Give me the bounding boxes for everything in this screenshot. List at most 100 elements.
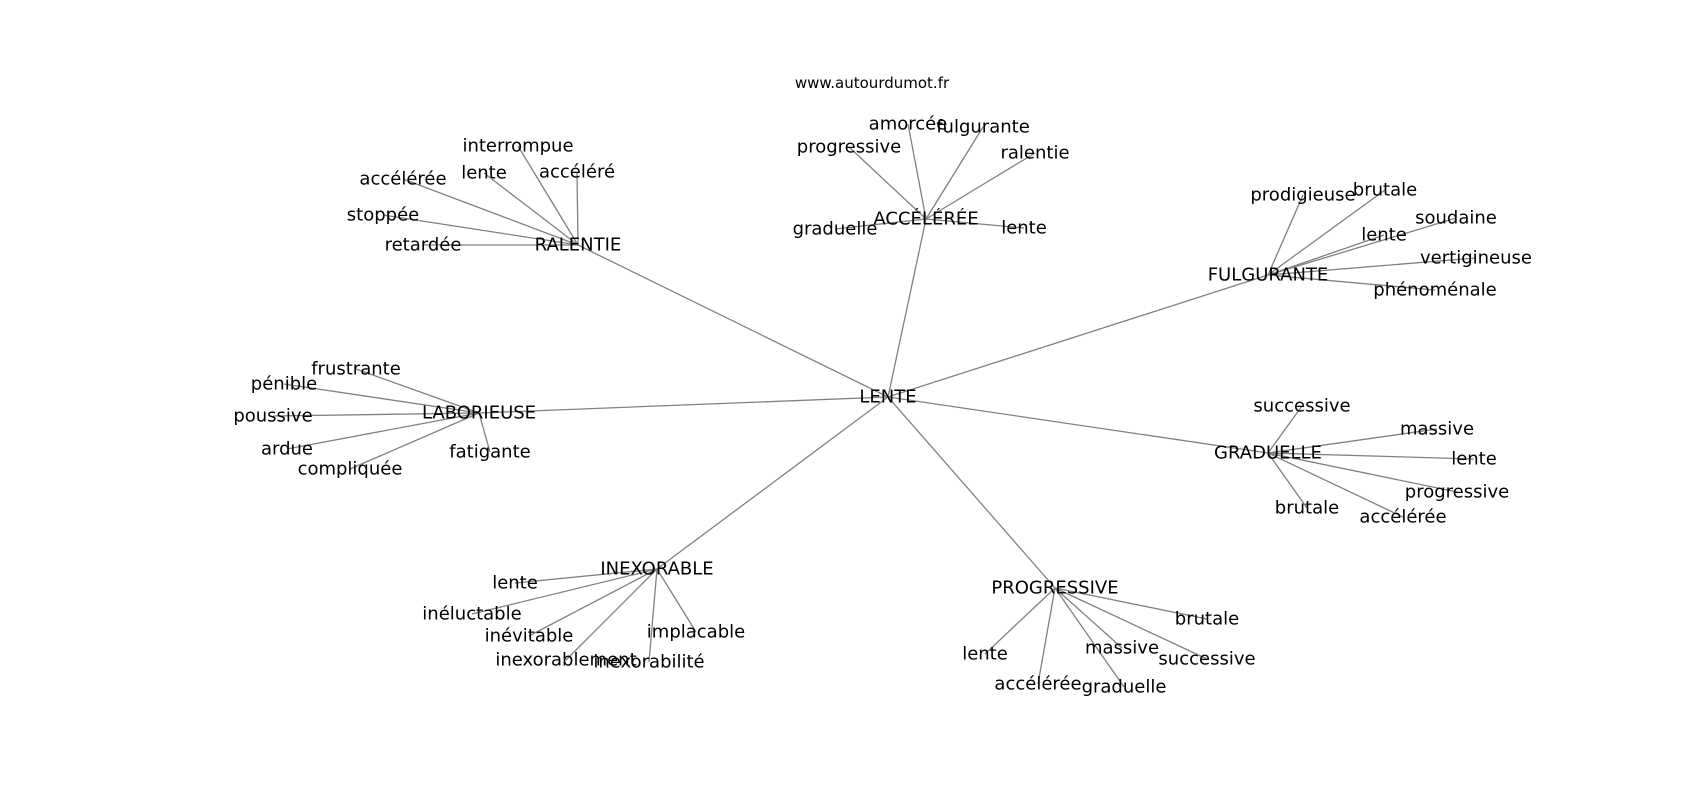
leaf-node: compliquée: [298, 459, 403, 480]
source-url: www.autourdumot.fr: [795, 74, 950, 92]
leaf-node: stoppée: [347, 205, 419, 226]
leaf-node: inévitable: [485, 626, 574, 647]
leaf-node: lente: [1451, 449, 1497, 470]
hub-node: FULGURANTE: [1208, 265, 1329, 286]
leaf-node: brutale: [1275, 498, 1339, 519]
hub-node: GRADUELLE: [1214, 443, 1322, 464]
edge-hub-to-leaf: [286, 412, 480, 450]
leaf-node: soudaine: [1415, 208, 1497, 229]
leaf-node: lente: [461, 163, 507, 184]
hub-node: LABORIEUSE: [422, 403, 536, 424]
edge-hub-to-leaf: [1267, 452, 1475, 460]
leaf-node: ardue: [261, 439, 313, 460]
edge-hub-to-leaf: [1267, 234, 1385, 276]
leaf-node: progressive: [797, 137, 901, 158]
edge-hub-to-leaf: [1054, 587, 1208, 620]
edge-center-to-hub: [887, 396, 1056, 589]
leaf-node: implacable: [647, 622, 745, 643]
edge-center-to-hub: [887, 274, 1269, 398]
edge-hub-to-leaf: [925, 218, 1025, 229]
edge-hub-to-leaf: [648, 568, 658, 663]
edge-hub-to-leaf: [984, 587, 1056, 655]
leaf-node: accélérée: [1359, 507, 1446, 528]
edge-hub-to-leaf: [528, 568, 658, 637]
edge-hub-to-leaf: [1037, 587, 1056, 685]
leaf-node: vertigineuse: [1420, 248, 1532, 269]
edge-hub-to-leaf: [576, 171, 579, 246]
leaf-node: inexorabilité: [593, 652, 704, 673]
edge-center-to-hub: [887, 396, 1269, 454]
leaf-node: progressive: [1405, 482, 1509, 503]
edge-hub-to-leaf: [1267, 452, 1308, 509]
leaf-node: accélérée: [359, 169, 446, 190]
leaf-node: phénoménale: [1373, 280, 1496, 301]
edge-hub-to-leaf: [925, 152, 1036, 220]
edge-hub-to-leaf: [514, 568, 658, 584]
edge-hub-to-leaf: [349, 412, 480, 470]
leaf-node: accélérée: [994, 674, 1081, 695]
leaf-node: fulgurante: [936, 117, 1030, 138]
edge-hub-to-leaf: [565, 568, 658, 661]
hub-node: PROGRESSIVE: [991, 578, 1118, 599]
edge-hub-to-leaf: [1267, 217, 1457, 276]
leaf-node: graduelle: [1082, 677, 1167, 698]
edge-hub-to-leaf: [1267, 189, 1386, 276]
edge-hub-to-leaf: [355, 368, 480, 414]
leaf-node: massive: [1085, 638, 1159, 659]
leaf-node: inexorablement: [495, 650, 636, 671]
edge-center-to-hub: [656, 396, 889, 570]
leaf-node: retardée: [385, 235, 462, 256]
leaf-node: pénible: [251, 374, 317, 395]
leaf-node: ralentie: [1000, 143, 1069, 164]
leaf-node: lente: [1361, 225, 1407, 246]
edge-hub-to-leaf: [402, 178, 579, 246]
edge-hub-to-leaf: [517, 145, 579, 246]
edge-hub-to-leaf: [478, 412, 491, 453]
edge-hub-to-leaf: [1267, 274, 1436, 291]
leaf-node: lente: [962, 644, 1008, 665]
leaf-node: interrompue: [462, 136, 573, 157]
edge-hub-to-leaf: [283, 383, 480, 414]
leaf-node: successive: [1158, 649, 1255, 670]
leaf-node: amorcée: [869, 114, 948, 135]
edge-center-to-hub: [478, 396, 889, 414]
edge-hub-to-leaf: [1054, 587, 1123, 649]
edge-hub-to-leaf: [1267, 452, 1458, 493]
leaf-node: massive: [1400, 419, 1474, 440]
leaf-node: successive: [1253, 396, 1350, 417]
hub-node: RALENTIE: [535, 235, 622, 256]
center-node: LENTE: [859, 387, 916, 408]
edge-hub-to-leaf: [907, 123, 927, 220]
edge-hub-to-leaf: [1054, 587, 1208, 660]
leaf-node: brutale: [1353, 180, 1417, 201]
edge-hub-to-leaf: [1054, 587, 1125, 688]
leaf-node: poussive: [233, 406, 312, 427]
leaf-node: accéléré: [539, 162, 615, 183]
edge-hub-to-leaf: [1267, 257, 1477, 276]
edge-hub-to-leaf: [834, 218, 927, 230]
edge-hub-to-leaf: [382, 214, 579, 246]
hub-node: INEXORABLE: [600, 559, 713, 580]
edge-hub-to-leaf: [272, 412, 480, 417]
edge-center-to-hub: [887, 218, 927, 398]
edges-layer: [272, 123, 1477, 688]
edge-hub-to-leaf: [1267, 428, 1438, 454]
leaf-node: brutale: [1175, 609, 1239, 630]
edge-hub-to-leaf: [1267, 452, 1404, 518]
leaf-node: lente: [492, 573, 538, 594]
edge-hub-to-leaf: [1267, 405, 1303, 454]
edge-center-to-hub: [577, 244, 889, 398]
leaf-node: graduelle: [793, 219, 878, 240]
hub-node: ACCÉLÉRÉE: [873, 208, 978, 230]
edge-hub-to-leaf: [471, 568, 658, 615]
leaf-node: inéluctable: [422, 604, 521, 625]
edge-hub-to-leaf: [1267, 194, 1304, 276]
edge-hub-to-leaf: [848, 146, 927, 220]
edge-hub-to-leaf: [483, 172, 579, 246]
leaf-node: prodigieuse: [1250, 185, 1355, 206]
leaf-node: frustrante: [311, 359, 401, 380]
edge-hub-to-leaf: [656, 568, 697, 633]
edge-hub-to-leaf: [925, 126, 984, 220]
leaf-node: lente: [1001, 218, 1047, 239]
